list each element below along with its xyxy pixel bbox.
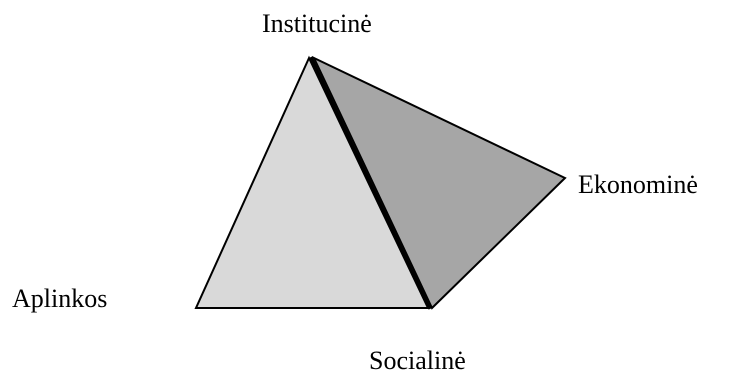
label-aplinkos: Aplinkos xyxy=(12,284,108,313)
right-face-triangle xyxy=(311,55,567,310)
label-socialine: Socialinė xyxy=(369,346,466,375)
label-ekonomine: Ekonominė xyxy=(578,170,698,199)
central-edge xyxy=(309,56,432,310)
label-institucine: Institucinė xyxy=(262,9,372,38)
left-face-triangle xyxy=(194,55,430,309)
